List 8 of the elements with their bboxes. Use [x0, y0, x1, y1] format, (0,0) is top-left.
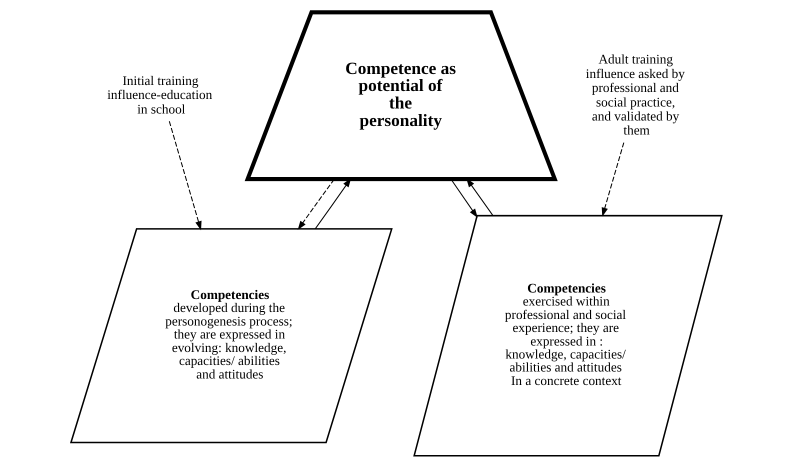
node-text: Adult training influence asked by professional and social practice, and validated by them — [585, 52, 684, 138]
node-text: Initial training influence-education in school — [106, 72, 212, 116]
arrow — [601, 142, 624, 217]
arrow — [466, 178, 493, 216]
arrow — [297, 178, 334, 230]
arrow — [314, 178, 351, 230]
arrow — [168, 121, 202, 230]
arrow — [450, 178, 478, 218]
